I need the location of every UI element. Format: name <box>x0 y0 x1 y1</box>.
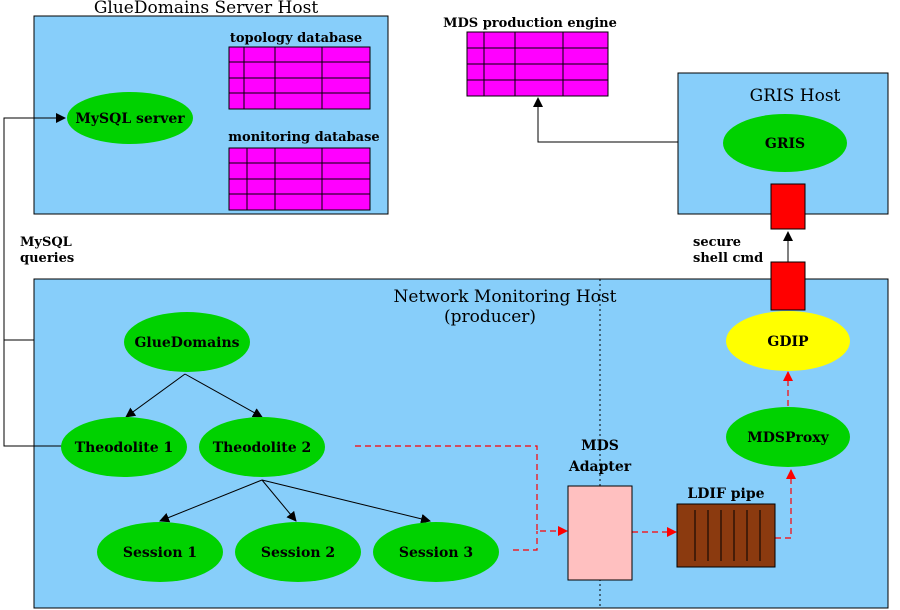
theodolite1-label: Theodolite 1 <box>75 440 174 456</box>
gris-node: GRIS <box>723 114 847 172</box>
secure-shell-label-line2: shell cmd <box>693 251 763 266</box>
session1-label: Session 1 <box>123 545 197 561</box>
flow-pipe-to-mdsproxy <box>775 469 796 539</box>
mysql-queries-label-line2: queries <box>20 251 74 266</box>
gdip-node: GDIP <box>726 311 850 371</box>
ldif-pipe-box <box>676 503 776 568</box>
session3-node: Session 3 <box>373 522 499 582</box>
gris-label: GRIS <box>765 136 805 152</box>
monitoring-database-label: monitoring database <box>228 130 379 145</box>
topology-database-table <box>228 46 371 110</box>
session1-node: Session 1 <box>97 522 223 582</box>
mds-engine-table <box>466 31 609 97</box>
edge-gluedomains-theodolite1 <box>125 373 186 418</box>
mds-adapter-box <box>567 485 633 581</box>
gluedomains-server-host-title: GlueDomains Server Host <box>94 0 318 18</box>
flow-theodolite2-to-adapter <box>355 445 568 536</box>
mysql-queries-label-line1: MySQL <box>20 235 72 250</box>
gris-to-mds-arrow <box>533 97 678 143</box>
mdsproxy-node: MDSProxy <box>726 407 850 467</box>
secure-shell-lower-block <box>770 261 806 311</box>
gluedomains-label: GlueDomains <box>134 335 239 351</box>
session2-node: Session 2 <box>235 522 361 582</box>
theodolite1-node: Theodolite 1 <box>61 417 187 477</box>
session2-label: Session 2 <box>261 545 335 561</box>
topology-database-label: topology database <box>230 31 362 46</box>
mds-adapter-label-line1: MDS <box>581 438 619 454</box>
mds-engine-label: MDS production engine <box>443 16 617 31</box>
mysql-queries-connector <box>3 339 62 447</box>
monitoring-database-table <box>228 147 371 211</box>
ldif-pipe-label: LDIF pipe <box>687 486 764 502</box>
network-monitoring-host-title: Network Monitoring Host <box>394 287 617 307</box>
flow-session3-to-adapter <box>513 531 538 551</box>
mysql-server-label: MySQL server <box>75 111 185 127</box>
mysql-queries-arrow <box>3 113 66 340</box>
theodolite2-node: Theodolite 2 <box>199 417 325 477</box>
gris-host-title: GRIS Host <box>750 86 841 106</box>
network-monitoring-host-subtitle: (producer) <box>444 307 536 327</box>
theodolite2-label: Theodolite 2 <box>213 440 312 456</box>
secure-shell-upper-block <box>770 183 806 230</box>
edge-theodolite2-session1 <box>159 479 263 523</box>
edge-theodolite2-session2 <box>261 479 297 522</box>
gdip-label: GDIP <box>767 334 809 350</box>
edge-gluedomains-theodolite2 <box>184 373 263 418</box>
edge-theodolite2-session3 <box>261 479 431 524</box>
gluedomains-node: GlueDomains <box>124 312 250 372</box>
mds-adapter-label-line2: Adapter <box>568 459 632 475</box>
secure-shell-label-line1: secure <box>693 235 741 250</box>
session3-label: Session 3 <box>399 545 473 561</box>
mdsproxy-label: MDSProxy <box>747 430 829 446</box>
mysql-server-node: MySQL server <box>67 92 193 144</box>
